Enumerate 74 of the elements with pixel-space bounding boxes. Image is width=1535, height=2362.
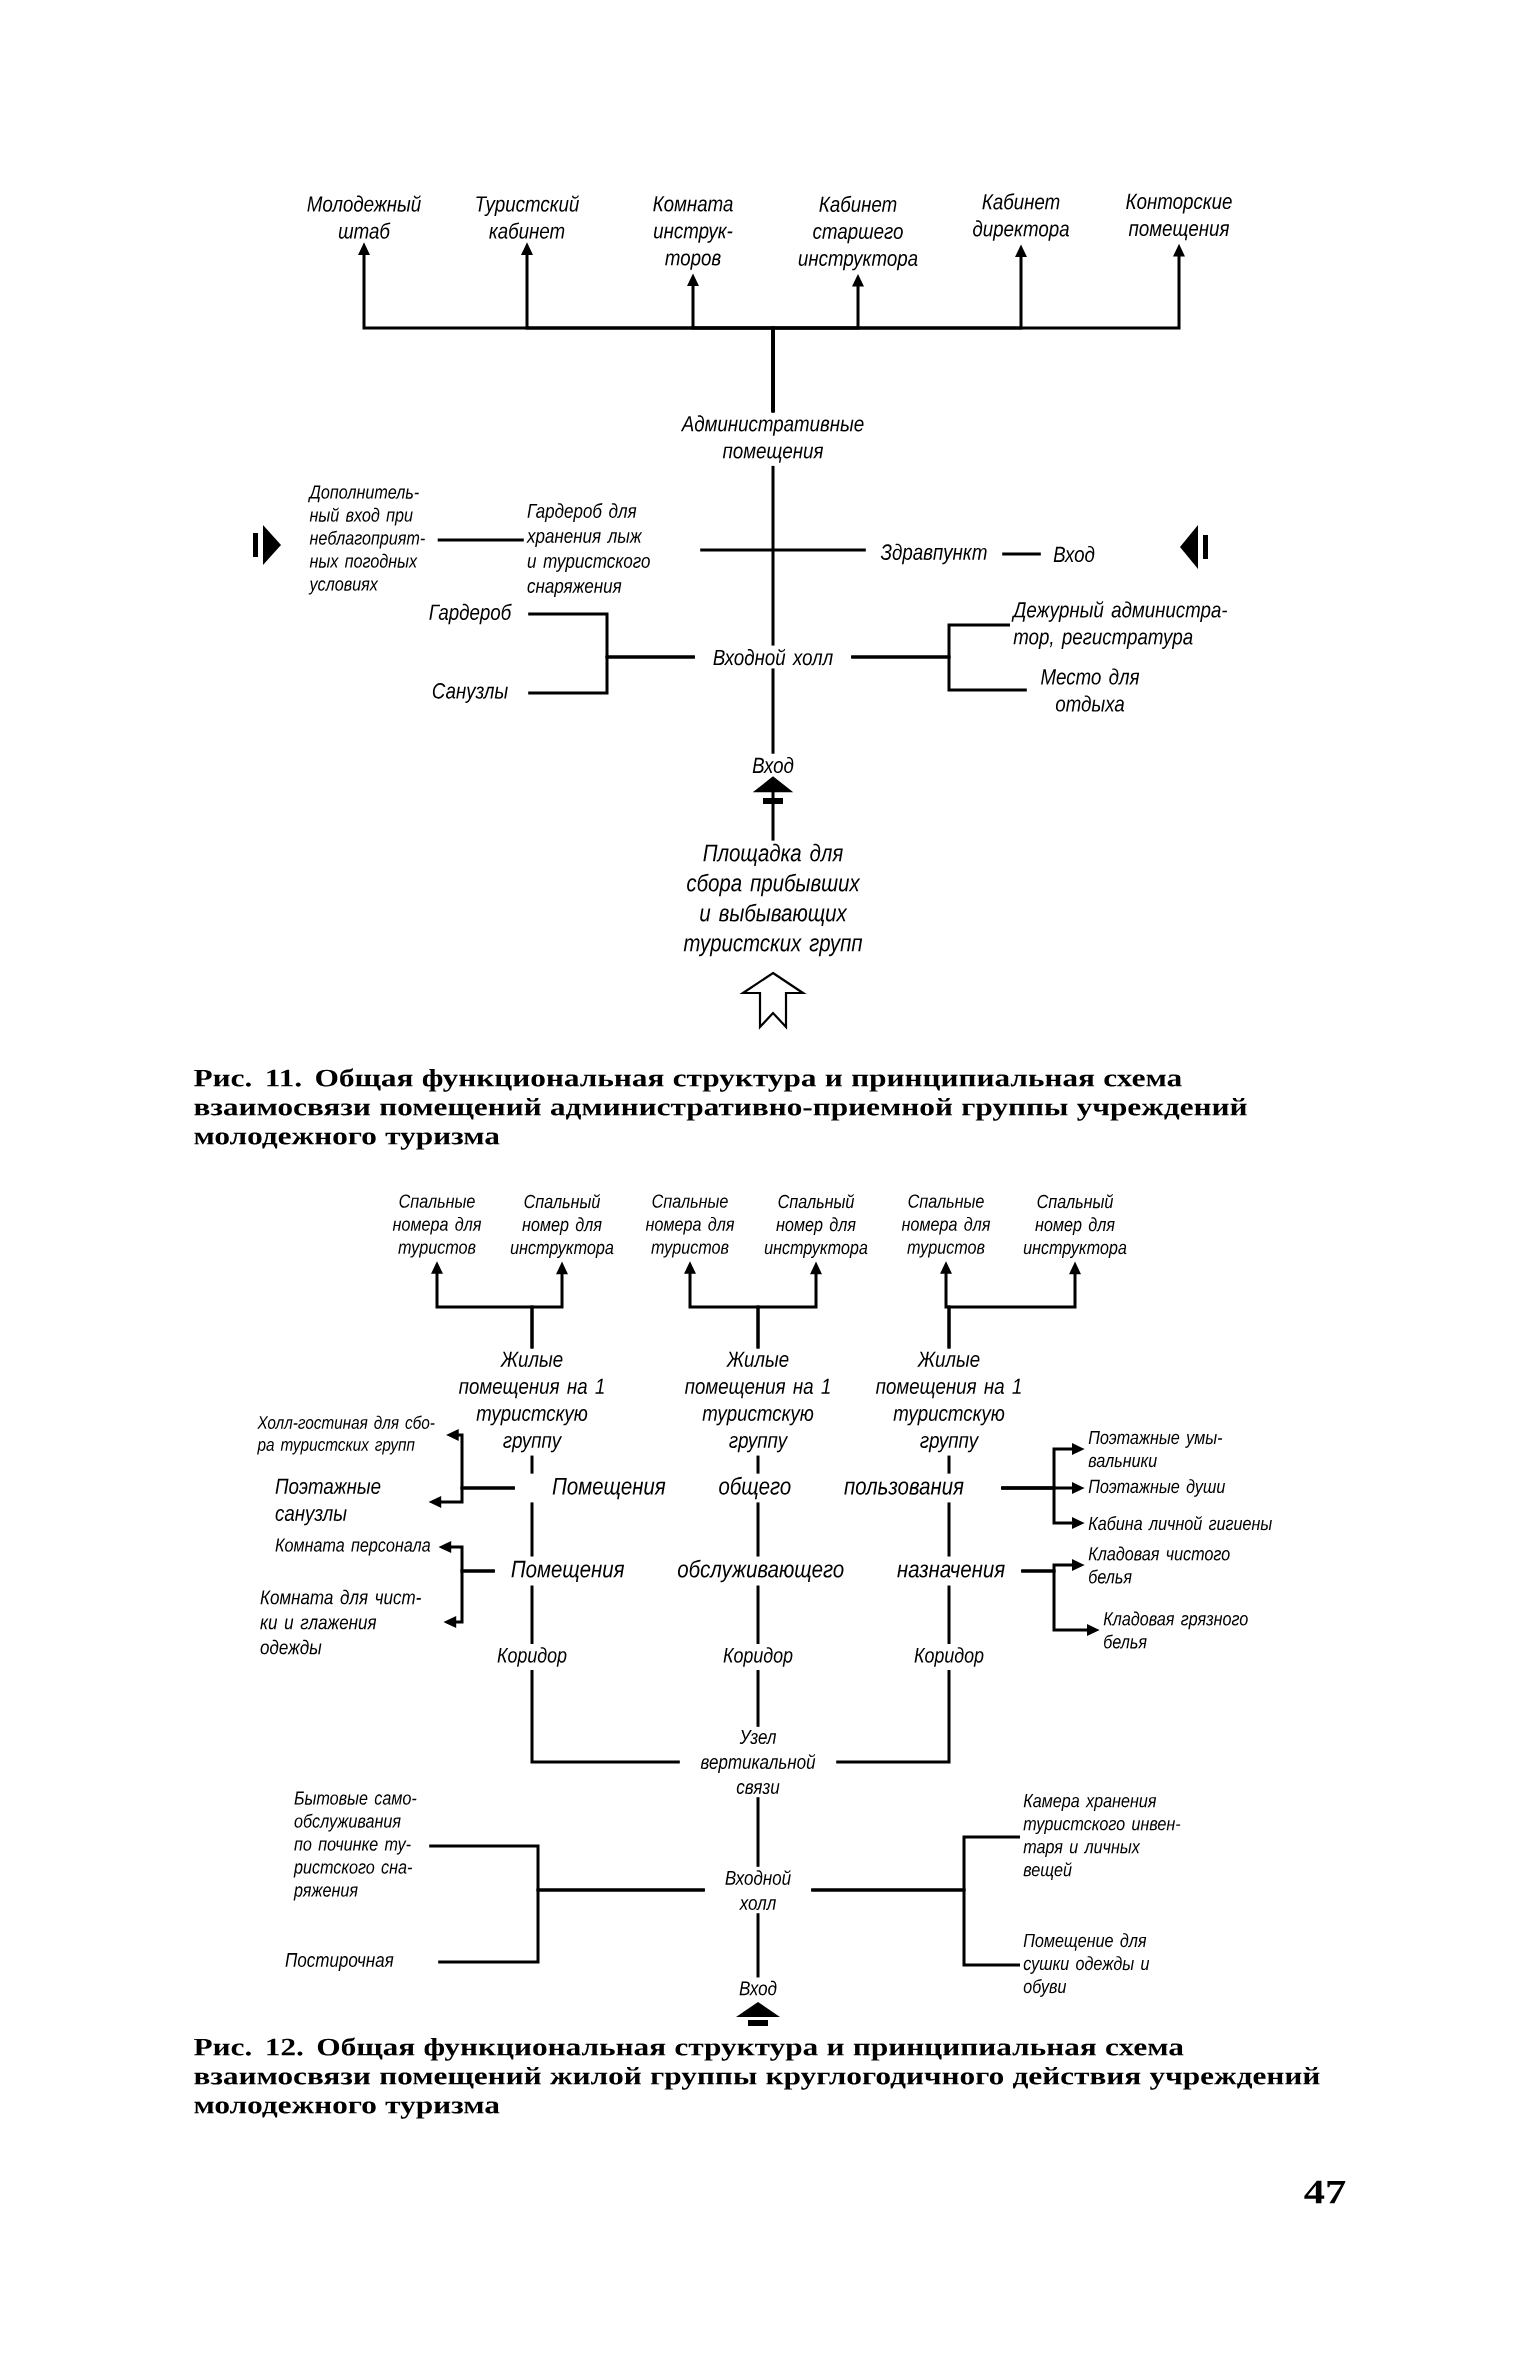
figure-caption: Рис. 11. Общая функциональная структура и принципиальная схема взаимосвязи помещений административно-приемной группы учреждений молодежного туризма xyxy=(194,1068,1247,1150)
room-label: Коридор xyxy=(723,1647,793,1667)
room-label: Камера хранения туристского инвен- таря и личных вещей xyxy=(1023,1794,1181,1880)
room-label: Помещение для сушки одежды и обуви xyxy=(1023,1933,1150,1997)
room-label: Комната персонала xyxy=(275,1538,431,1556)
room-label: Жилые помещения на 1 туристскую группу xyxy=(685,1351,830,1453)
room-label: Спальный номер для инструктора xyxy=(1023,1194,1127,1258)
connector-line xyxy=(836,1670,951,1764)
connector-line xyxy=(771,668,775,754)
room-label: Спальный номер для инструктора xyxy=(764,1194,868,1258)
room-label: Дополнитель- ный вход при неблагоприят- ных погодных условиях xyxy=(308,485,425,595)
room-label: Жилые помещения на 1 туристскую группу xyxy=(459,1351,604,1453)
room-label: Узел вертикальной связи xyxy=(700,1730,816,1794)
room-label: Помещения общего пользования xyxy=(552,1476,964,1500)
connector-line xyxy=(947,1502,951,1557)
room-label: Вход xyxy=(752,756,794,774)
connector-line xyxy=(756,1797,760,1867)
connector-line xyxy=(530,1585,534,1645)
connector-line xyxy=(851,655,1027,692)
room-label: Место для отдыха xyxy=(1041,668,1140,712)
connector-line xyxy=(771,465,775,646)
room-label: Комната для чист- ки и глажения одежды xyxy=(260,1589,421,1655)
room-label: Кабина личной гигиены xyxy=(1088,1515,1272,1531)
connector-line xyxy=(756,1455,760,1474)
connector-line xyxy=(947,1585,951,1645)
room-label: Поэтажные санузлы xyxy=(275,1478,381,1526)
room-label: Входной холл xyxy=(725,1870,791,1910)
room-label: Холл-гостиная для сбо- ра туристских групп xyxy=(257,1415,435,1455)
room-label: Вход xyxy=(1053,545,1095,563)
room-label: Кабинет старшего инструктора xyxy=(798,195,918,271)
connector-line xyxy=(437,538,524,542)
figure-caption: Рис. 12. Общая функциональная структура и принципиальная схема взаимосвязи помещений жилой группы круглогодичного действия учреждений молодежного туризма xyxy=(194,2037,1320,2119)
room-label: Спальные номера для туристов xyxy=(901,1194,991,1258)
room-label: Гардероб для хранения лыж и туристского снаряжения xyxy=(526,503,650,597)
room-label: Кладовая чистого белья xyxy=(1088,1546,1230,1584)
connector-line xyxy=(756,1585,760,1645)
connector-line xyxy=(700,548,866,552)
room-label: Кладовая грязного белья xyxy=(1103,1611,1248,1649)
connector-line xyxy=(756,1913,760,1978)
room-label: Бытовые само- обслуживания по починке ту- ристского сна- ряжения xyxy=(293,1791,417,1901)
room-label: Здравпункт xyxy=(880,543,987,565)
room-label: Спальные номера для туристов xyxy=(392,1194,482,1258)
room-label: Спальный номер для инструктора xyxy=(510,1194,614,1258)
connector-line xyxy=(947,1455,951,1474)
room-label: Молодежный штаб xyxy=(307,195,421,239)
room-label: Коридор xyxy=(914,1647,984,1667)
room-label: Комната инструк- торов xyxy=(653,196,733,270)
room-label: Помещения обслуживающего назначения xyxy=(511,1559,1005,1583)
connector-line xyxy=(811,1888,1020,1967)
room-label: Поэтажные умы- вальники xyxy=(1088,1430,1223,1468)
room-label: Санузлы xyxy=(432,683,508,703)
room-label: Гардероб xyxy=(429,603,512,625)
page-number: 47 xyxy=(1304,2180,1346,2204)
room-label: Жилые помещения на 1 туристскую группу xyxy=(876,1351,1021,1453)
room-label: Площадка для сбора прибывших и выбывающих туристских групп xyxy=(683,843,863,957)
room-label: Дежурный администра- тор, регистратура xyxy=(1011,601,1228,649)
room-label: Туристский кабинет xyxy=(476,195,579,239)
room-label: Коридор xyxy=(497,1647,567,1667)
connector-line xyxy=(528,655,695,695)
room-label: Вход xyxy=(739,1980,777,1996)
room-label: Поэтажные души xyxy=(1088,1479,1225,1497)
room-label: Постирочная xyxy=(285,1953,394,1971)
connector-line xyxy=(438,1888,705,1964)
room-label: Кабинет директора xyxy=(973,193,1069,241)
connector-line xyxy=(756,1670,760,1727)
room-label: Административные помещения xyxy=(680,415,864,463)
connector-line xyxy=(756,1502,760,1557)
room-label: Спальные номера для туристов xyxy=(645,1194,735,1258)
room-label: Входной холл xyxy=(713,648,833,666)
room-label: Конторские помещения xyxy=(1126,193,1232,241)
connector-line xyxy=(530,1455,534,1474)
connector-line xyxy=(530,1670,680,1764)
connector-line xyxy=(530,1502,534,1557)
connector-line xyxy=(1002,552,1041,556)
